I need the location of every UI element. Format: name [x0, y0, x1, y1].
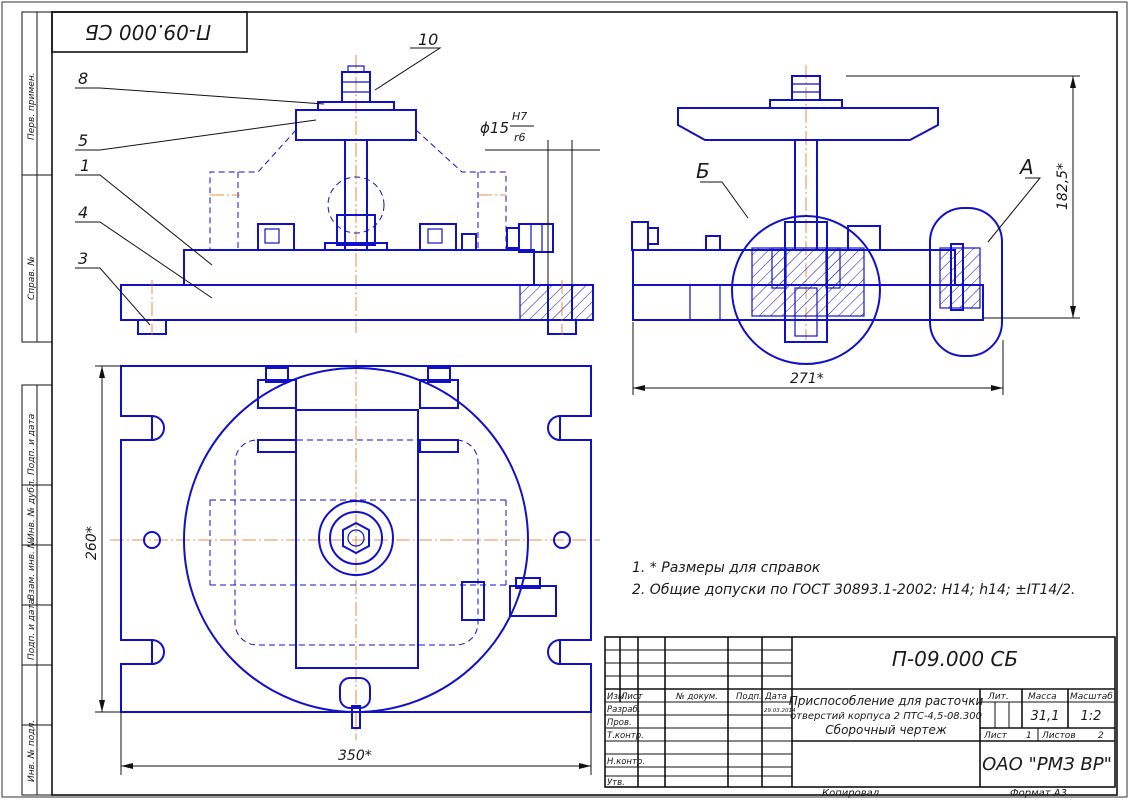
scale-value: 1:2 — [1081, 709, 1102, 724]
strip-label-perv: Перв. примен. — [27, 72, 37, 140]
copied-label: Копировал — [822, 788, 880, 799]
title-code: П-09.000 СБ — [892, 647, 1018, 671]
dimension-width-top: 350* — [338, 748, 372, 764]
dimension-width-side: 271* — [790, 371, 824, 387]
strip-label-sprav: Справ. № — [27, 256, 37, 300]
dimension-height-top: 260* — [84, 526, 100, 560]
mass-value: 31,1 — [1031, 709, 1060, 724]
strip-label-vzam: Взам. инв. № — [27, 539, 37, 600]
strip-label-podp-1: Подп. и дата — [27, 414, 37, 475]
note-1: 1. * Размеры для справок — [632, 560, 821, 576]
role-utv: Утв. — [607, 778, 625, 788]
header-podp: Подп. — [736, 692, 762, 702]
fit-lower: r6 — [514, 131, 526, 144]
role-prov: Пров. — [607, 718, 632, 728]
name-line-2: отверстий корпуса 2 ПТС-4,5-08.300 — [790, 711, 982, 722]
name-line-3: Сборочный чертеж — [825, 723, 947, 737]
drawing-notes: 1. * Размеры для справок 2. Общие допуск… — [632, 560, 1075, 598]
date-value: 29.03.2014 — [764, 708, 796, 714]
role-razrab: Разраб. — [607, 705, 640, 715]
company-name: ОАО "РМЗ ВР" — [982, 754, 1112, 775]
callout-3: 3 — [78, 249, 88, 268]
title-block: П-09.000 СБ Изм. Лист № докум. Подп. Дат… — [604, 636, 1116, 788]
sheet-value: 1 — [1026, 731, 1032, 741]
callout-5: 5 — [78, 131, 88, 150]
format-label: Формат А3 — [1010, 788, 1067, 799]
left-strip: Перв. примен. Справ. № Подп. и дата Инв.… — [21, 11, 53, 796]
top-view: 260* 350* — [84, 360, 600, 775]
strip-label-inv-dubl: Инв. № дубл. — [27, 478, 37, 540]
callout-8: 8 — [78, 69, 88, 88]
header-doc: № докум. — [675, 692, 718, 702]
header-data: Дата — [764, 692, 787, 702]
header-izm: Изм. — [607, 692, 627, 702]
sheets-value: 2 — [1098, 731, 1104, 741]
header-list: Лист — [620, 692, 644, 702]
name-line-1: Приспособление для расточки — [789, 694, 984, 708]
fit-prefix: ϕ15 — [480, 119, 509, 137]
mass-label: Масса — [1028, 692, 1057, 702]
rotated-code-text: П-09.000 СБ — [85, 20, 211, 44]
section-label-b: Б — [696, 159, 710, 183]
callout-4: 4 — [78, 203, 88, 222]
callout-10: 10 — [418, 30, 438, 49]
dimension-height: 182,5* — [1055, 163, 1071, 210]
lit-label: Лит. — [987, 692, 1009, 702]
scale-label: Масштаб — [1070, 692, 1113, 702]
inner-frame — [51, 11, 1118, 796]
strip-label-inv-podl: Инв. № подл. — [27, 720, 37, 782]
sheet-label: Лист — [983, 731, 1008, 741]
side-view: Б А 182,5* 271* — [631, 65, 1080, 395]
callout-1: 1 — [80, 156, 90, 175]
rotated-code-box: П-09.000 СБ — [51, 11, 248, 53]
role-tkontr: Т.контр. — [607, 731, 644, 741]
section-label-a: А — [1018, 155, 1034, 179]
note-2: 2. Общие допуски по ГОСТ 30893.1-2002: H… — [632, 582, 1075, 598]
role-nkontr: Н.контр. — [607, 757, 645, 767]
sheets-label: Листов — [1041, 731, 1076, 741]
front-view: 10 8 5 1 4 3 ϕ15 H7 r6 — [75, 30, 600, 335]
strip-label-podp-2: Подп. и дата — [27, 599, 37, 660]
fit-upper: H7 — [512, 110, 527, 123]
